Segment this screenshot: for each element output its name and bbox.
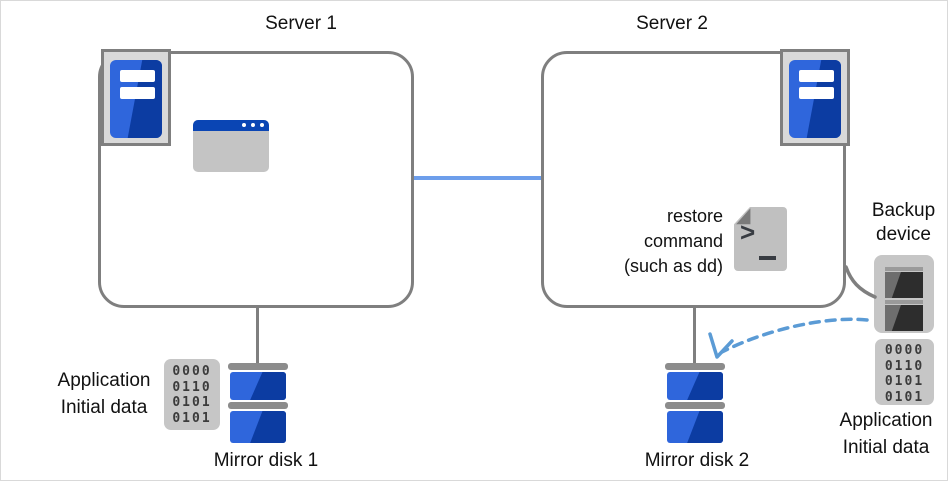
server2-backup-connector-line bbox=[844, 265, 877, 299]
mirror-disk-2-icon bbox=[665, 363, 725, 443]
server-tower-slot bbox=[120, 70, 155, 82]
backup-device-label-line: device bbox=[876, 224, 931, 245]
mirror-disk-1-label: Mirror disk 1 bbox=[213, 450, 319, 471]
binary-row: 0000 bbox=[884, 343, 925, 358]
disk-platter bbox=[230, 411, 286, 443]
disk-platter bbox=[667, 372, 723, 400]
restore-command-line: restore bbox=[666, 206, 723, 226]
binary-data-icon-right: 0000 0110 0101 0101 bbox=[875, 339, 934, 405]
server1-disk-connector-line bbox=[256, 306, 259, 364]
restore-command-label: restore command (such as dd) bbox=[541, 204, 723, 279]
drive-shade bbox=[891, 272, 923, 298]
application-window-icon bbox=[193, 120, 269, 172]
drive-cap bbox=[885, 267, 923, 271]
window-dot-icon bbox=[251, 123, 255, 127]
initial-data-line: Application bbox=[839, 410, 933, 431]
network-connector-line bbox=[414, 176, 541, 180]
disk-cap bbox=[665, 402, 725, 409]
disk-shade bbox=[250, 411, 286, 443]
server2-title: Server 2 bbox=[636, 13, 708, 34]
backup-device-label: Backup device bbox=[856, 199, 947, 247]
initial-data-line: Application bbox=[57, 370, 151, 391]
initial-data-label-left: Application Initial data bbox=[34, 367, 174, 421]
server2-disk-connector-line bbox=[693, 306, 696, 364]
server1-title: Server 1 bbox=[265, 13, 337, 34]
disk-cap bbox=[228, 402, 288, 409]
server-tower-body bbox=[110, 60, 162, 138]
window-titlebar bbox=[193, 120, 269, 131]
server2-tower-icon bbox=[780, 49, 850, 146]
restore-arrow-dashed-line bbox=[720, 317, 869, 354]
binary-row: 0110 bbox=[884, 358, 925, 374]
mirror-disk-1-icon bbox=[228, 363, 288, 443]
binary-data-icon-left: 0000 0110 0101 0101 bbox=[164, 359, 220, 430]
disk-cap bbox=[665, 363, 725, 370]
drive-shade bbox=[891, 305, 923, 331]
binary-row: 0101 bbox=[172, 395, 212, 410]
drive-body bbox=[885, 305, 923, 331]
disk-platter bbox=[667, 411, 723, 443]
disk-platter bbox=[230, 372, 286, 400]
restore-command-line: command bbox=[643, 231, 723, 251]
backup-device-label-line: Backup bbox=[871, 200, 936, 221]
script-file-icon: > bbox=[734, 207, 787, 271]
terminal-prompt-icon: > bbox=[740, 217, 756, 247]
binary-row: 0000 bbox=[172, 364, 212, 379]
initial-data-line: Initial data bbox=[60, 397, 148, 418]
binary-row: 0101 bbox=[884, 374, 925, 389]
backup-device-drives bbox=[885, 267, 923, 333]
disk-shade bbox=[687, 372, 723, 400]
window-dot-icon bbox=[260, 123, 264, 127]
server-tower-slot bbox=[120, 87, 155, 99]
binary-row: 0101 bbox=[172, 410, 212, 426]
window-dot-icon bbox=[242, 123, 246, 127]
restore-arrowhead-icon bbox=[708, 332, 734, 359]
restore-command-line: (such as dd) bbox=[623, 256, 723, 276]
mirror-disk-2-label: Mirror disk 2 bbox=[644, 450, 750, 471]
drive-cap bbox=[885, 300, 923, 304]
initial-data-line: Initial data bbox=[842, 437, 930, 458]
disk-cap bbox=[228, 363, 288, 370]
server-tower-slot bbox=[799, 87, 834, 99]
disk-shade bbox=[250, 372, 286, 400]
backup-device-icon bbox=[874, 255, 934, 333]
server-tower-slot bbox=[799, 70, 834, 82]
drive-body bbox=[885, 272, 923, 298]
server1-tower-icon bbox=[101, 49, 171, 146]
initial-data-label-right: Application Initial data bbox=[816, 407, 947, 461]
binary-row: 0101 bbox=[884, 389, 925, 405]
binary-row: 0110 bbox=[172, 379, 212, 395]
server-tower-body bbox=[789, 60, 841, 138]
cursor-underscore-icon bbox=[759, 256, 776, 260]
disk-shade bbox=[687, 411, 723, 443]
